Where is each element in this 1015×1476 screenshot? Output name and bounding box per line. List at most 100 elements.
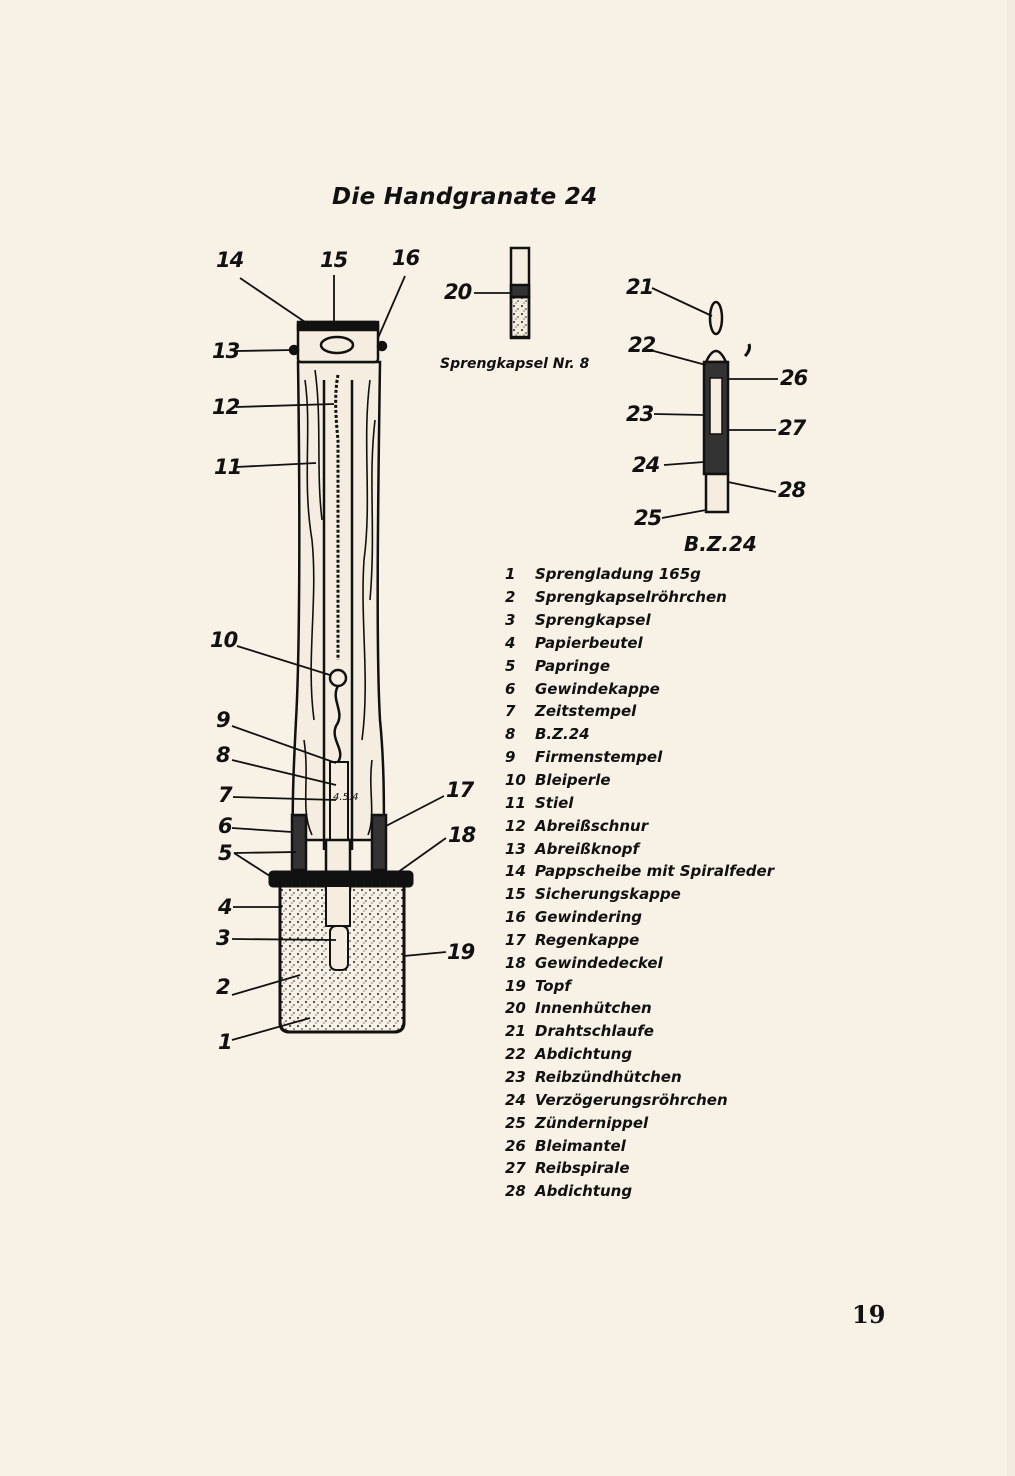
legend-text: Bleiperle (535, 771, 611, 790)
legend-number: 26 (505, 1136, 526, 1155)
legend-number: 13 (505, 839, 526, 858)
callout-17: 17 (446, 778, 474, 802)
callout-24: 24 (632, 453, 660, 477)
legend-item: 14 Pappscheibe mit Spiralfeder (505, 860, 774, 883)
legend-number: 5 (505, 656, 516, 675)
legend-text: Sprengladung 165g (535, 565, 701, 584)
legend-number: 16 (505, 908, 526, 927)
page-edge (1007, 0, 1015, 1476)
callout-21: 21 (626, 275, 654, 299)
callout-11: 11 (214, 455, 242, 479)
callout-10: 10 (210, 628, 238, 652)
legend-text: Abdichtung (535, 1045, 633, 1064)
legend-number: 8 (505, 725, 516, 744)
legend-item: 4 Papierbeutel (505, 632, 774, 655)
legend-text: Abreißschnur (535, 816, 649, 835)
callout-15: 15 (320, 248, 348, 272)
legend-number: 3 (505, 611, 516, 630)
legend-number: 27 (505, 1159, 526, 1178)
legend-item: 19 Topf (505, 974, 774, 997)
callout-4: 4 (218, 895, 233, 919)
detonator-drawing (509, 246, 531, 340)
legend-number: 19 (505, 976, 526, 995)
callout-20: 20 (444, 280, 472, 304)
legend-number: 23 (505, 1067, 526, 1086)
legend-text: Regenkappe (535, 930, 640, 949)
legend-number: 6 (505, 679, 516, 698)
legend-number: 7 (505, 702, 516, 721)
legend-text: Zündernippel (535, 1113, 649, 1132)
legend-number: 14 (505, 862, 526, 881)
legend-number: 2 (505, 588, 516, 607)
detonator-caption: Sprengkapsel Nr. 8 (440, 356, 590, 372)
callout-27: 27 (778, 416, 806, 440)
legend-number: 1 (505, 565, 516, 584)
legend-text: Gewindekappe (535, 679, 660, 698)
legend-number: 22 (505, 1045, 526, 1064)
legend-number: 11 (505, 793, 526, 812)
legend-text: Sprengkapselröhrchen (535, 588, 727, 607)
parts-legend: 1 Sprengladung 165g 2 Sprengkapselröhrchen 3… (505, 563, 774, 1203)
legend-item: 1 Sprengladung 165g (505, 563, 774, 586)
legend-item: 7 Zeitstempel (505, 700, 774, 723)
legend-item: 9 Firmenstempel (505, 746, 774, 769)
legend-text: Stiel (535, 793, 574, 812)
pull-cord (328, 374, 348, 763)
legend-number: 21 (505, 1022, 526, 1041)
fuze-drawing (702, 300, 751, 514)
callout-14: 14 (216, 248, 244, 272)
legend-number: 4 (505, 633, 516, 652)
fuze-caption: B.Z.24 (684, 532, 757, 556)
legend-item: 6 Gewindekappe (505, 677, 774, 700)
callout-7: 7 (218, 783, 233, 807)
legend-text: Papringe (535, 656, 611, 675)
legend-item: 18 Gewindedeckel (505, 951, 774, 974)
legend-text: Innenhütchen (535, 999, 652, 1018)
legend-item: 17 Regenkappe (505, 929, 774, 952)
legend-item: 2 Sprengkapselröhrchen (505, 586, 774, 609)
legend-text: Gewindering (535, 908, 643, 927)
legend-text: Pappscheibe mit Spiralfeder (535, 862, 775, 881)
legend-number: 12 (505, 816, 526, 835)
legend-number: 18 (505, 953, 526, 972)
legend-number: 9 (505, 748, 516, 767)
callout-26: 26 (780, 366, 808, 390)
legend-text: B.Z.24 (535, 725, 590, 744)
legend-text: Topf (535, 976, 571, 995)
legend-text: Verzögerungsröhrchen (535, 1090, 728, 1109)
legend-item: 11 Stiel (505, 791, 774, 814)
legend-item: 10 Bleiperle (505, 769, 774, 792)
callout-28: 28 (778, 478, 806, 502)
legend-number: 20 (505, 999, 526, 1018)
callout-16: 16 (392, 246, 420, 270)
legend-number: 25 (505, 1113, 526, 1132)
legend-item: 25 Zündernippel (505, 1111, 774, 1134)
legend-item: 12 Abreißschnur (505, 814, 774, 837)
callout-1: 1 (218, 1030, 233, 1054)
legend-item: 27 Reibspirale (505, 1157, 774, 1180)
legend-text: Reibspirale (535, 1159, 630, 1178)
figure-title: Die Handgranate 24 (332, 184, 598, 210)
legend-text: Firmenstempel (535, 748, 663, 767)
callout-13: 13 (212, 339, 240, 363)
callout-5: 5 (218, 841, 233, 865)
legend-text: Sicherungskappe (535, 885, 681, 904)
legend-item: 22 Abdichtung (505, 1043, 774, 1066)
callout-12: 12 (212, 395, 240, 419)
legend-text: Gewindedeckel (535, 953, 663, 972)
legend-number: 10 (505, 771, 526, 790)
legend-item: 8 B.Z.24 (505, 723, 774, 746)
callout-2: 2 (216, 975, 231, 999)
legend-text: Zeitstempel (535, 702, 637, 721)
safety-cap (288, 320, 388, 364)
legend-number: 28 (505, 1182, 526, 1201)
legend-number: 17 (505, 930, 526, 949)
callout-25: 25 (634, 506, 662, 530)
legend-text: Papierbeutel (535, 633, 643, 652)
